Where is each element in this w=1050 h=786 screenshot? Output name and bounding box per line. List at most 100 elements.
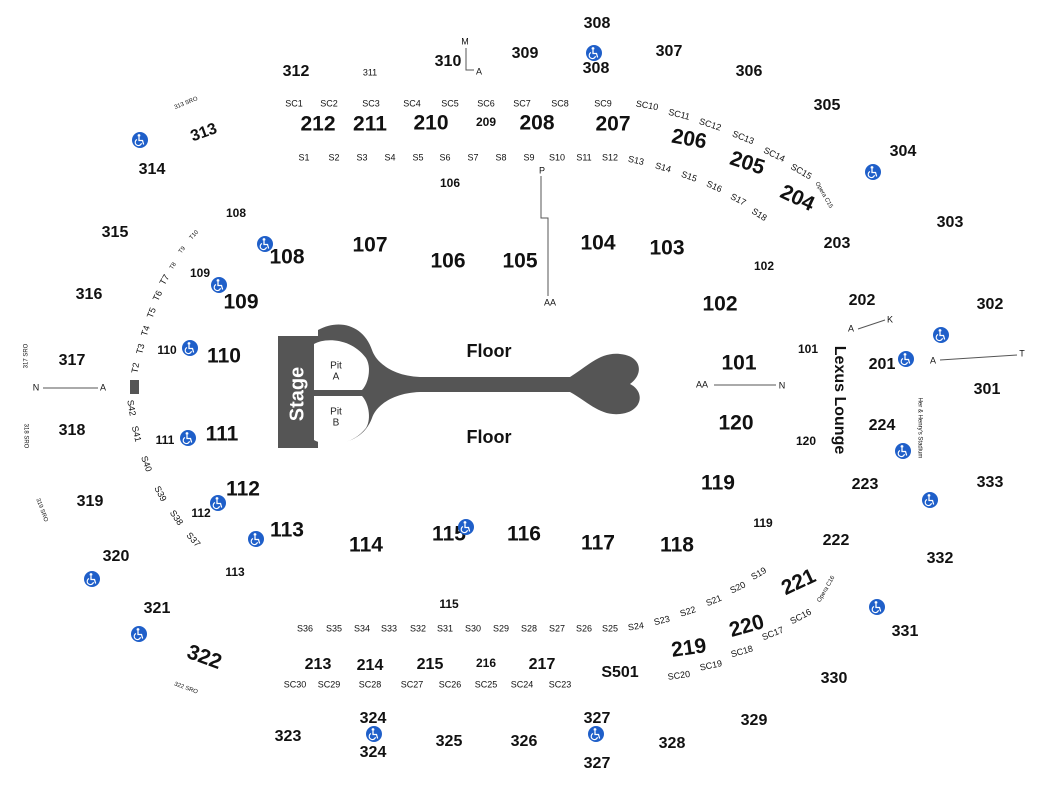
- row-label[interactable]: T10: [189, 229, 201, 241]
- section-label[interactable]: 328: [659, 735, 686, 752]
- row-label[interactable]: S41: [130, 425, 144, 443]
- section-label[interactable]: 101: [798, 342, 818, 356]
- section-label[interactable]: 102: [754, 259, 774, 273]
- row-label[interactable]: S1: [298, 152, 309, 162]
- row-label[interactable]: S34: [354, 623, 370, 633]
- section-label[interactable]: 113: [225, 565, 245, 579]
- section-label[interactable]: 318: [59, 422, 86, 439]
- row-label[interactable]: T6: [151, 289, 165, 303]
- section-label[interactable]: 110: [157, 343, 177, 357]
- floor-label-north[interactable]: Floor: [467, 341, 512, 361]
- section-label[interactable]: 114: [349, 534, 383, 557]
- section-label[interactable]: 326: [511, 733, 538, 750]
- section-label[interactable]: 107: [352, 234, 387, 257]
- suite-label[interactable]: SC25: [475, 679, 498, 689]
- row-label[interactable]: S8: [495, 152, 506, 162]
- row-label[interactable]: S28: [521, 623, 537, 633]
- row-label[interactable]: S20: [728, 579, 747, 595]
- section-label[interactable]: S501: [601, 664, 638, 681]
- row-label[interactable]: S21: [704, 593, 723, 608]
- row-label[interactable]: S33: [381, 623, 397, 633]
- suite-label[interactable]: SC7: [513, 98, 531, 108]
- section-label[interactable]: 115: [439, 597, 459, 611]
- section-label[interactable]: 311: [363, 67, 377, 77]
- section-label[interactable]: 305: [814, 97, 841, 114]
- section-label[interactable]: 202: [849, 292, 876, 309]
- section-label[interactable]: 220: [727, 610, 767, 642]
- section-label[interactable]: 224: [869, 417, 896, 434]
- suite-label[interactable]: SC5: [441, 98, 459, 108]
- row-label[interactable]: S7: [467, 152, 478, 162]
- section-label[interactable]: 331: [892, 623, 919, 640]
- section-label[interactable]: 223: [852, 476, 879, 493]
- row-label[interactable]: S9: [523, 152, 534, 162]
- suite-label[interactable]: SC16: [788, 607, 813, 626]
- row-label[interactable]: T8: [169, 261, 178, 271]
- stage-area[interactable]: Stage Pit A Pit B: [278, 324, 640, 448]
- section-label[interactable]: 309: [512, 45, 539, 62]
- stage-runway[interactable]: [318, 324, 640, 444]
- suite-label[interactable]: SC8: [551, 98, 569, 108]
- section-label[interactable]: 205: [727, 147, 768, 180]
- section-label[interactable]: 210: [413, 112, 448, 135]
- row-label[interactable]: S25: [602, 623, 618, 633]
- row-label[interactable]: S26: [576, 623, 592, 633]
- suite-label[interactable]: SC2: [320, 98, 338, 108]
- section-label[interactable]: 325: [436, 733, 463, 750]
- section-label[interactable]: 207: [595, 113, 630, 136]
- suite-label[interactable]: SC3: [362, 98, 380, 108]
- suite-label[interactable]: SC18: [730, 643, 754, 659]
- section-label[interactable]: 203: [824, 235, 851, 252]
- row-label[interactable]: S31: [437, 623, 453, 633]
- section-label[interactable]: 111: [206, 423, 239, 446]
- pit-b[interactable]: [314, 396, 369, 445]
- section-label[interactable]: 222: [823, 532, 850, 549]
- suite-label[interactable]: SC28: [359, 679, 382, 689]
- section-label[interactable]: 119: [701, 472, 735, 495]
- section-label[interactable]: 206: [670, 125, 709, 154]
- row-label[interactable]: T3: [134, 343, 146, 356]
- row-label[interactable]: S17: [729, 191, 748, 207]
- section-label[interactable]: 204: [777, 180, 819, 216]
- section-label[interactable]: 219: [670, 634, 708, 662]
- row-label[interactable]: S16: [705, 179, 724, 195]
- row-label[interactable]: T4: [139, 324, 152, 337]
- section-label[interactable]: 116: [507, 523, 541, 546]
- row-label[interactable]: S42: [125, 399, 138, 417]
- section-label[interactable]: 327: [584, 710, 611, 727]
- row-label[interactable]: S18: [750, 206, 769, 223]
- section-label[interactable]: 119: [753, 516, 773, 530]
- section-label[interactable]: 321: [144, 600, 171, 617]
- suite-label[interactable]: SC10: [635, 99, 659, 113]
- section-label[interactable]: 312: [283, 63, 310, 80]
- section-label[interactable]: 120: [796, 434, 816, 448]
- section-label[interactable]: 302: [977, 296, 1004, 313]
- row-label[interactable]: T2: [130, 362, 142, 374]
- section-label[interactable]: 308: [583, 60, 610, 77]
- row-label[interactable]: S11: [576, 152, 591, 162]
- section-label[interactable]: 327: [584, 755, 611, 772]
- section-label[interactable]: 308: [584, 15, 611, 32]
- suite-label[interactable]: SC4: [403, 98, 421, 108]
- section-label[interactable]: 306: [736, 63, 763, 80]
- row-label[interactable]: S10: [549, 152, 565, 162]
- section-label[interactable]: 101: [721, 352, 756, 375]
- row-label[interactable]: S2: [328, 152, 339, 162]
- row-label[interactable]: S23: [653, 614, 671, 628]
- suite-label[interactable]: SC13: [731, 129, 756, 147]
- section-label[interactable]: 113: [270, 519, 304, 542]
- section-label[interactable]: 315: [102, 224, 129, 241]
- row-label[interactable]: S3: [356, 152, 367, 162]
- section-label[interactable]: 330: [821, 670, 848, 687]
- sections-300-level[interactable]: 308 309 307 306 305 304 303 302 301 333 …: [59, 15, 1004, 772]
- section-label[interactable]: 212: [300, 113, 335, 136]
- row-label[interactable]: S29: [493, 623, 509, 633]
- row-label[interactable]: S37: [184, 530, 202, 549]
- row-label[interactable]: S39: [152, 484, 168, 503]
- suite-label[interactable]: SC26: [439, 679, 462, 689]
- section-label[interactable]: 106: [430, 250, 465, 273]
- section-label[interactable]: 213: [305, 656, 332, 673]
- row-label[interactable]: S5: [412, 152, 423, 162]
- row-label[interactable]: S40: [139, 455, 154, 473]
- row-label[interactable]: S38: [168, 508, 185, 527]
